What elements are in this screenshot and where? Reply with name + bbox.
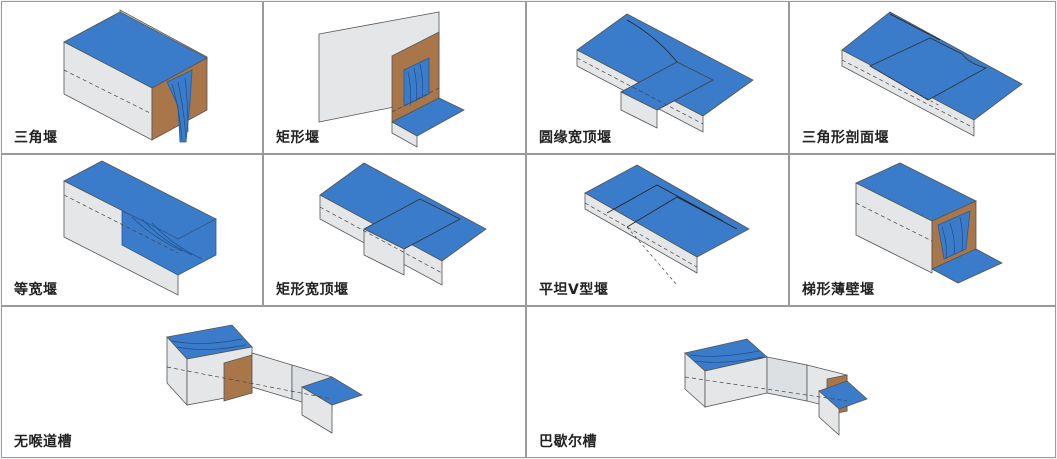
rectangular-broad-crested-illustration <box>319 162 487 286</box>
throatless-flume-illustration <box>166 324 363 434</box>
panel-rectangular-weir: 矩形堰 <box>263 1 526 154</box>
panel-throatless-flume: 无喉道槽 <box>1 306 526 458</box>
panel-label: 无喉道槽 <box>14 434 72 450</box>
panel-label: 三角堰 <box>14 130 58 146</box>
panel-label: 巴歇尔槽 <box>539 434 597 450</box>
panel-trapezoidal-thin-plate-weir: 梯形薄壁堰 <box>789 154 1056 306</box>
panel-label: 矩形宽顶堰 <box>276 282 349 298</box>
trapezoidal-weir-illustration <box>855 162 1003 284</box>
panel-label: 等宽堰 <box>14 282 58 298</box>
triangular-weir-illustration <box>63 9 208 143</box>
panel-triangular-weir: 三角堰 <box>1 1 263 154</box>
panel-parshall-flume: 巴歇尔槽 <box>526 306 1056 458</box>
panel-label: 平坦V型堰 <box>539 282 609 298</box>
panel-rectangular-broad-crested-weir: 矩形宽顶堰 <box>263 154 526 306</box>
panel-equal-width-weir: 等宽堰 <box>1 154 263 306</box>
parshall-flume-illustration <box>684 338 868 436</box>
flat-v-weir-illustration <box>584 164 750 286</box>
panel-triangular-profile-weir: 三角形剖面堰 <box>789 1 1056 154</box>
panel-label: 圆缘宽顶堰 <box>539 130 612 146</box>
equal-width-weir-illustration <box>63 160 217 296</box>
panel-round-nose-broad-crested-weir: 圆缘宽顶堰 <box>526 1 789 154</box>
panel-label: 三角形剖面堰 <box>802 130 889 146</box>
round-nose-weir-illustration <box>576 13 754 133</box>
rectangular-weir-illustration <box>318 11 465 148</box>
panel-flat-v-weir: 平坦V型堰 <box>526 154 789 306</box>
triangular-profile-weir-illustration <box>841 11 1023 137</box>
panel-label: 梯形薄壁堰 <box>802 282 875 298</box>
panel-label: 矩形堰 <box>276 130 320 146</box>
